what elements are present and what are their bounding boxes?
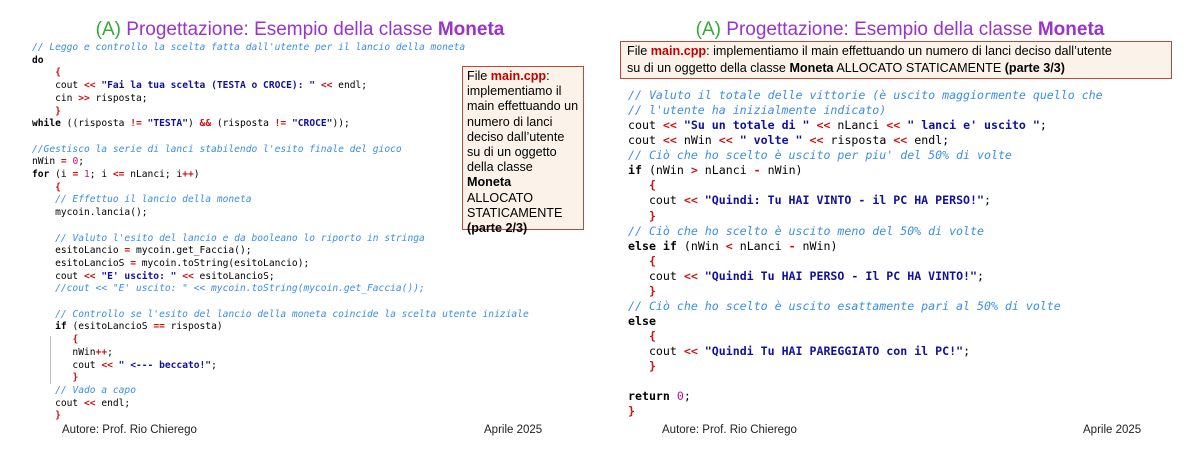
code-line: cout << "E' uscito: " << esitoLancioS;	[32, 270, 275, 282]
note-description-2: su di un oggetto della classe	[627, 61, 790, 75]
code-line: //Gestisco la serie di lanci stabilendo …	[32, 143, 402, 155]
code-line: cout << endl;	[32, 397, 131, 409]
code-line: cout << "Su un totale di " << nLanci << …	[628, 118, 1047, 133]
note-class-name: Moneta	[789, 61, 834, 75]
note-part: (parte 2/3)	[467, 221, 528, 236]
code-line: do	[32, 54, 44, 66]
code-line: // Effettuo il lancio della moneta	[55, 194, 252, 206]
code-line: }	[55, 105, 61, 117]
title-prefix: (A)	[695, 19, 721, 40]
code-line: cout << nWin << " volte " << risposta <<…	[628, 133, 950, 148]
title-main: Progettazione: Esempio della classe	[126, 19, 433, 40]
code-line: if (esitoLancioS == risposta)	[55, 321, 223, 333]
note-file-label: File	[627, 44, 651, 58]
title-main: Progettazione: Esempio della classe	[726, 19, 1033, 40]
code-line: nWin++;	[32, 346, 113, 358]
note-allocation: ALLOCATO STATICAMENTE	[833, 61, 1005, 75]
code-line: }	[628, 404, 635, 419]
code-line: cout << " <--- beccato!";	[32, 359, 217, 371]
note-part: (parte 3/3)	[1004, 61, 1065, 75]
code-line: return 0;	[628, 389, 691, 404]
code-line: // l'utente ha inizialmente indicato)	[628, 103, 887, 118]
footer-date: Aprile 2025	[484, 424, 543, 436]
code-block-right: // Valuto il totale delle vittorie (è us…	[628, 88, 1103, 419]
title-class-name: Moneta	[1037, 19, 1105, 40]
code-line: {	[55, 67, 61, 79]
scope-guide	[50, 336, 51, 384]
slide-title: (A) Progettazione: Esempio della classe …	[0, 19, 600, 41]
code-line: cout << "Quindi Tu HAI PERSO - Il PC HA …	[628, 268, 985, 283]
note-file-label: File	[467, 69, 491, 83]
note-box-left: File main.cpp: implementiamo il main eff…	[462, 66, 584, 235]
footer-author: Autore: Prof. Rio Chierego	[662, 424, 797, 436]
code-line: // Ciò che ho scelto è uscito per piu' d…	[628, 148, 1012, 163]
code-line: cout << "Fai la tua scelta (TESTA o CROC…	[32, 80, 368, 92]
note-file-colon: :	[546, 69, 550, 83]
note-description: : implementiamo il main effettuando un n…	[706, 44, 1112, 58]
title-class-name: Moneta	[437, 19, 505, 40]
note-file-name: main.cpp	[650, 44, 707, 58]
note-description: implementiamo il main effettuando un num…	[467, 84, 579, 175]
note-box-right: File main.cpp: implementiamo il main eff…	[620, 41, 1172, 79]
code-line: cout << "Quindi: Tu HAI VINTO - il PC HA…	[628, 193, 991, 208]
code-line: //cout << "E' uscito: " << mycoin.toStri…	[55, 283, 425, 295]
code-line: {	[648, 253, 656, 268]
code-line: {	[648, 178, 656, 193]
code-line: ​	[32, 131, 529, 144]
code-line: {	[72, 334, 79, 346]
note-class-name: Moneta	[467, 175, 512, 190]
code-line: cin >> risposta;	[32, 92, 148, 104]
code-line: esitoLancio = mycoin.get_Faccia();	[32, 245, 252, 257]
code-line: ​	[32, 296, 529, 309]
title-prefix: (A)	[95, 19, 121, 40]
footer-date: Aprile 2025	[1083, 424, 1142, 436]
code-line: // Controllo se l'esito del lancio della…	[55, 308, 529, 320]
code-line: // Vado a capo	[55, 384, 136, 396]
footer-author: Autore: Prof. Rio Chierego	[62, 424, 197, 436]
code-line: }	[648, 283, 656, 298]
code-line: while ((risposta != "TESTA") && (rispost…	[32, 118, 350, 130]
code-line: else if (nWin < nLanci - nWin)	[628, 238, 838, 253]
code-line: // Ciò che ho scelto è uscito esattament…	[628, 298, 1061, 313]
code-line: nWin = 0;	[32, 156, 85, 168]
code-line: {	[648, 329, 656, 343]
code-line: cout << "Quindi Tu HAI PAREGGIATO con il…	[628, 344, 971, 359]
slide-right: (A) Progettazione: Esempio della classe …	[600, 0, 1200, 450]
code-line: // Valuto l'esito del lancio e da boolea…	[55, 232, 425, 244]
code-line: {	[55, 181, 61, 193]
code-line: ​	[628, 374, 1103, 389]
code-line: else	[628, 313, 656, 328]
code-line: // Leggo e controllo la scelta fatta dal…	[32, 42, 466, 53]
slide-title: (A) Progettazione: Esempio della classe …	[600, 19, 1200, 41]
code-line: mycoin.lancia();	[32, 207, 148, 219]
code-line: if (nWin > nLanci - nWin)	[628, 163, 803, 178]
code-line: }	[72, 372, 79, 384]
code-block-left: // Leggo e controllo la scelta fatta dal…	[32, 42, 529, 423]
code-line: for (i = 1; i <= nLanci; i++)	[32, 169, 200, 181]
code-line: // Ciò che ho scelto è uscito meno del 5…	[628, 223, 984, 238]
code-line: // Valuto il totale delle vittorie (è us…	[628, 88, 1103, 102]
slide-left: (A) Progettazione: Esempio della classe …	[0, 19, 600, 436]
code-line: }	[55, 410, 61, 422]
code-line: esitoLancioS = mycoin.toString(esitoLanc…	[32, 257, 310, 269]
note-allocation: ALLOCATO STATICAMENTE	[467, 190, 563, 220]
code-line: }	[648, 208, 656, 223]
code-line: }	[648, 359, 656, 374]
note-file-name: main.cpp	[490, 69, 547, 83]
code-line: ​	[32, 220, 529, 233]
